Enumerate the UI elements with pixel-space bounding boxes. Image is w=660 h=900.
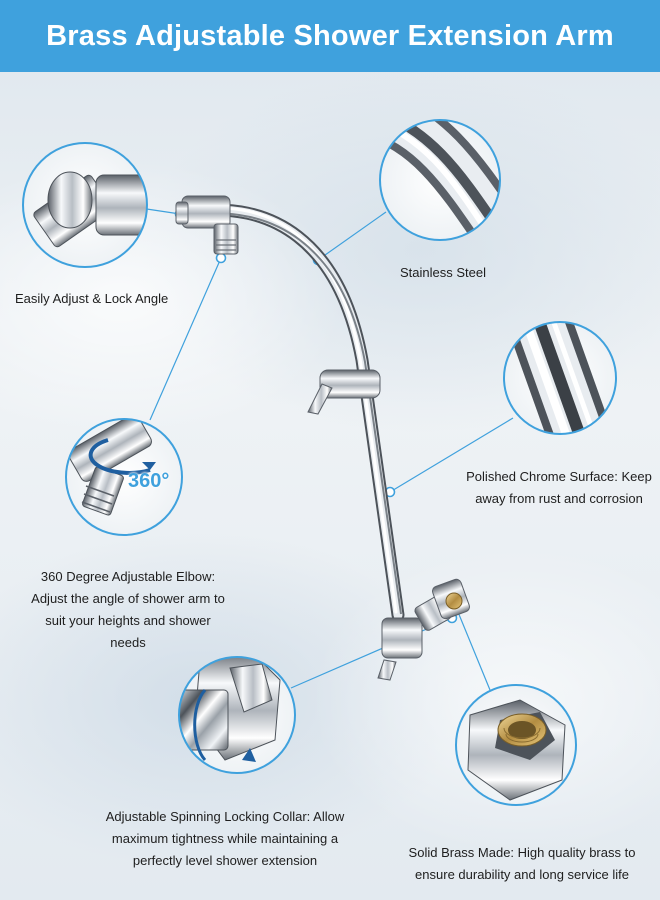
- detail-circle-collar: [178, 656, 296, 774]
- label-elbow: 360 Degree Adjustable Elbow: Adjust the …: [31, 569, 225, 650]
- detail-circle-angle-lock: [22, 142, 148, 268]
- page-title: Brass Adjustable Shower Extension Arm: [46, 19, 614, 52]
- label-angle-lock: Easily Adjust & Lock Angle: [15, 291, 169, 306]
- label-brass: Solid Brass Made: High quality brass to …: [408, 845, 636, 882]
- label-chrome: Polished Chrome Surface: Keep away from …: [466, 469, 652, 506]
- shower-arm: [175, 195, 471, 681]
- detail-circle-chrome: [503, 321, 617, 435]
- label-collar: Adjustable Spinning Locking Collar: Allo…: [105, 809, 345, 868]
- title-banner: Brass Adjustable Shower Extension Arm: [0, 0, 660, 72]
- rotation-badge: 360°: [128, 470, 170, 492]
- detail-circle-elbow: [65, 418, 183, 536]
- detail-circle-brass: [455, 684, 577, 806]
- detail-circle-stainless: [379, 119, 501, 241]
- label-stainless: Stainless Steel: [400, 265, 486, 280]
